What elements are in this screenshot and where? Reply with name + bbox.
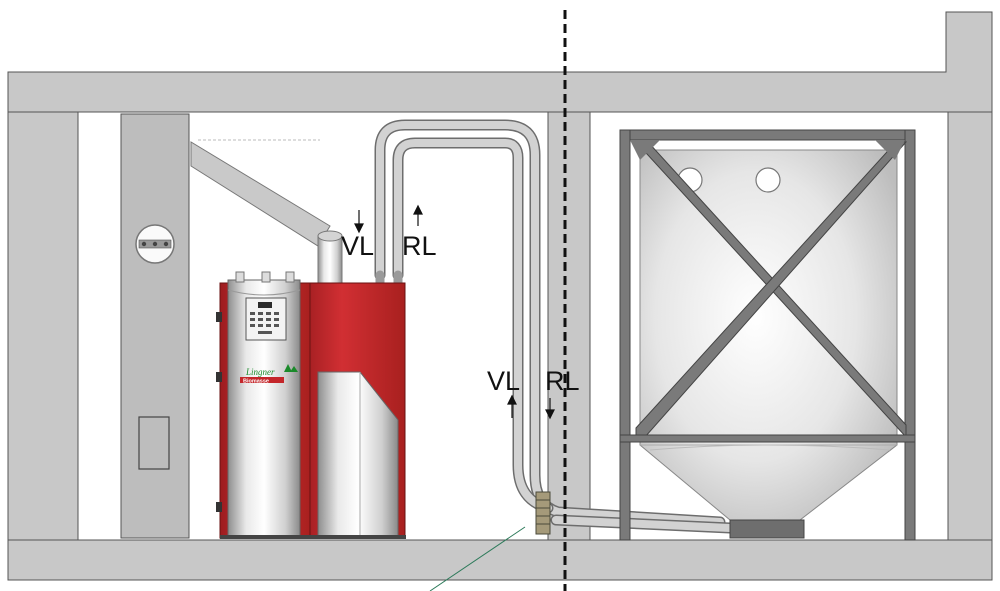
pellet-silo [619, 129, 916, 541]
boiler-brand-subtitle: Biomasse [243, 379, 269, 385]
pellet-hopper [317, 371, 399, 539]
label-vl-upper: VL [341, 231, 374, 261]
boiler: Lingner Biomasse [216, 271, 406, 539]
label-vl-lower: VL [487, 366, 520, 396]
chimney [120, 113, 190, 539]
wall-feedthrough [429, 491, 551, 591]
flue-pipe [190, 139, 343, 285]
flow-arrows [354, 204, 555, 420]
label-rl-lower: RL [545, 366, 580, 396]
building-walls [7, 11, 993, 581]
label-rl-upper: RL [402, 231, 437, 261]
boiler-brand-name: Lingner [245, 367, 275, 377]
